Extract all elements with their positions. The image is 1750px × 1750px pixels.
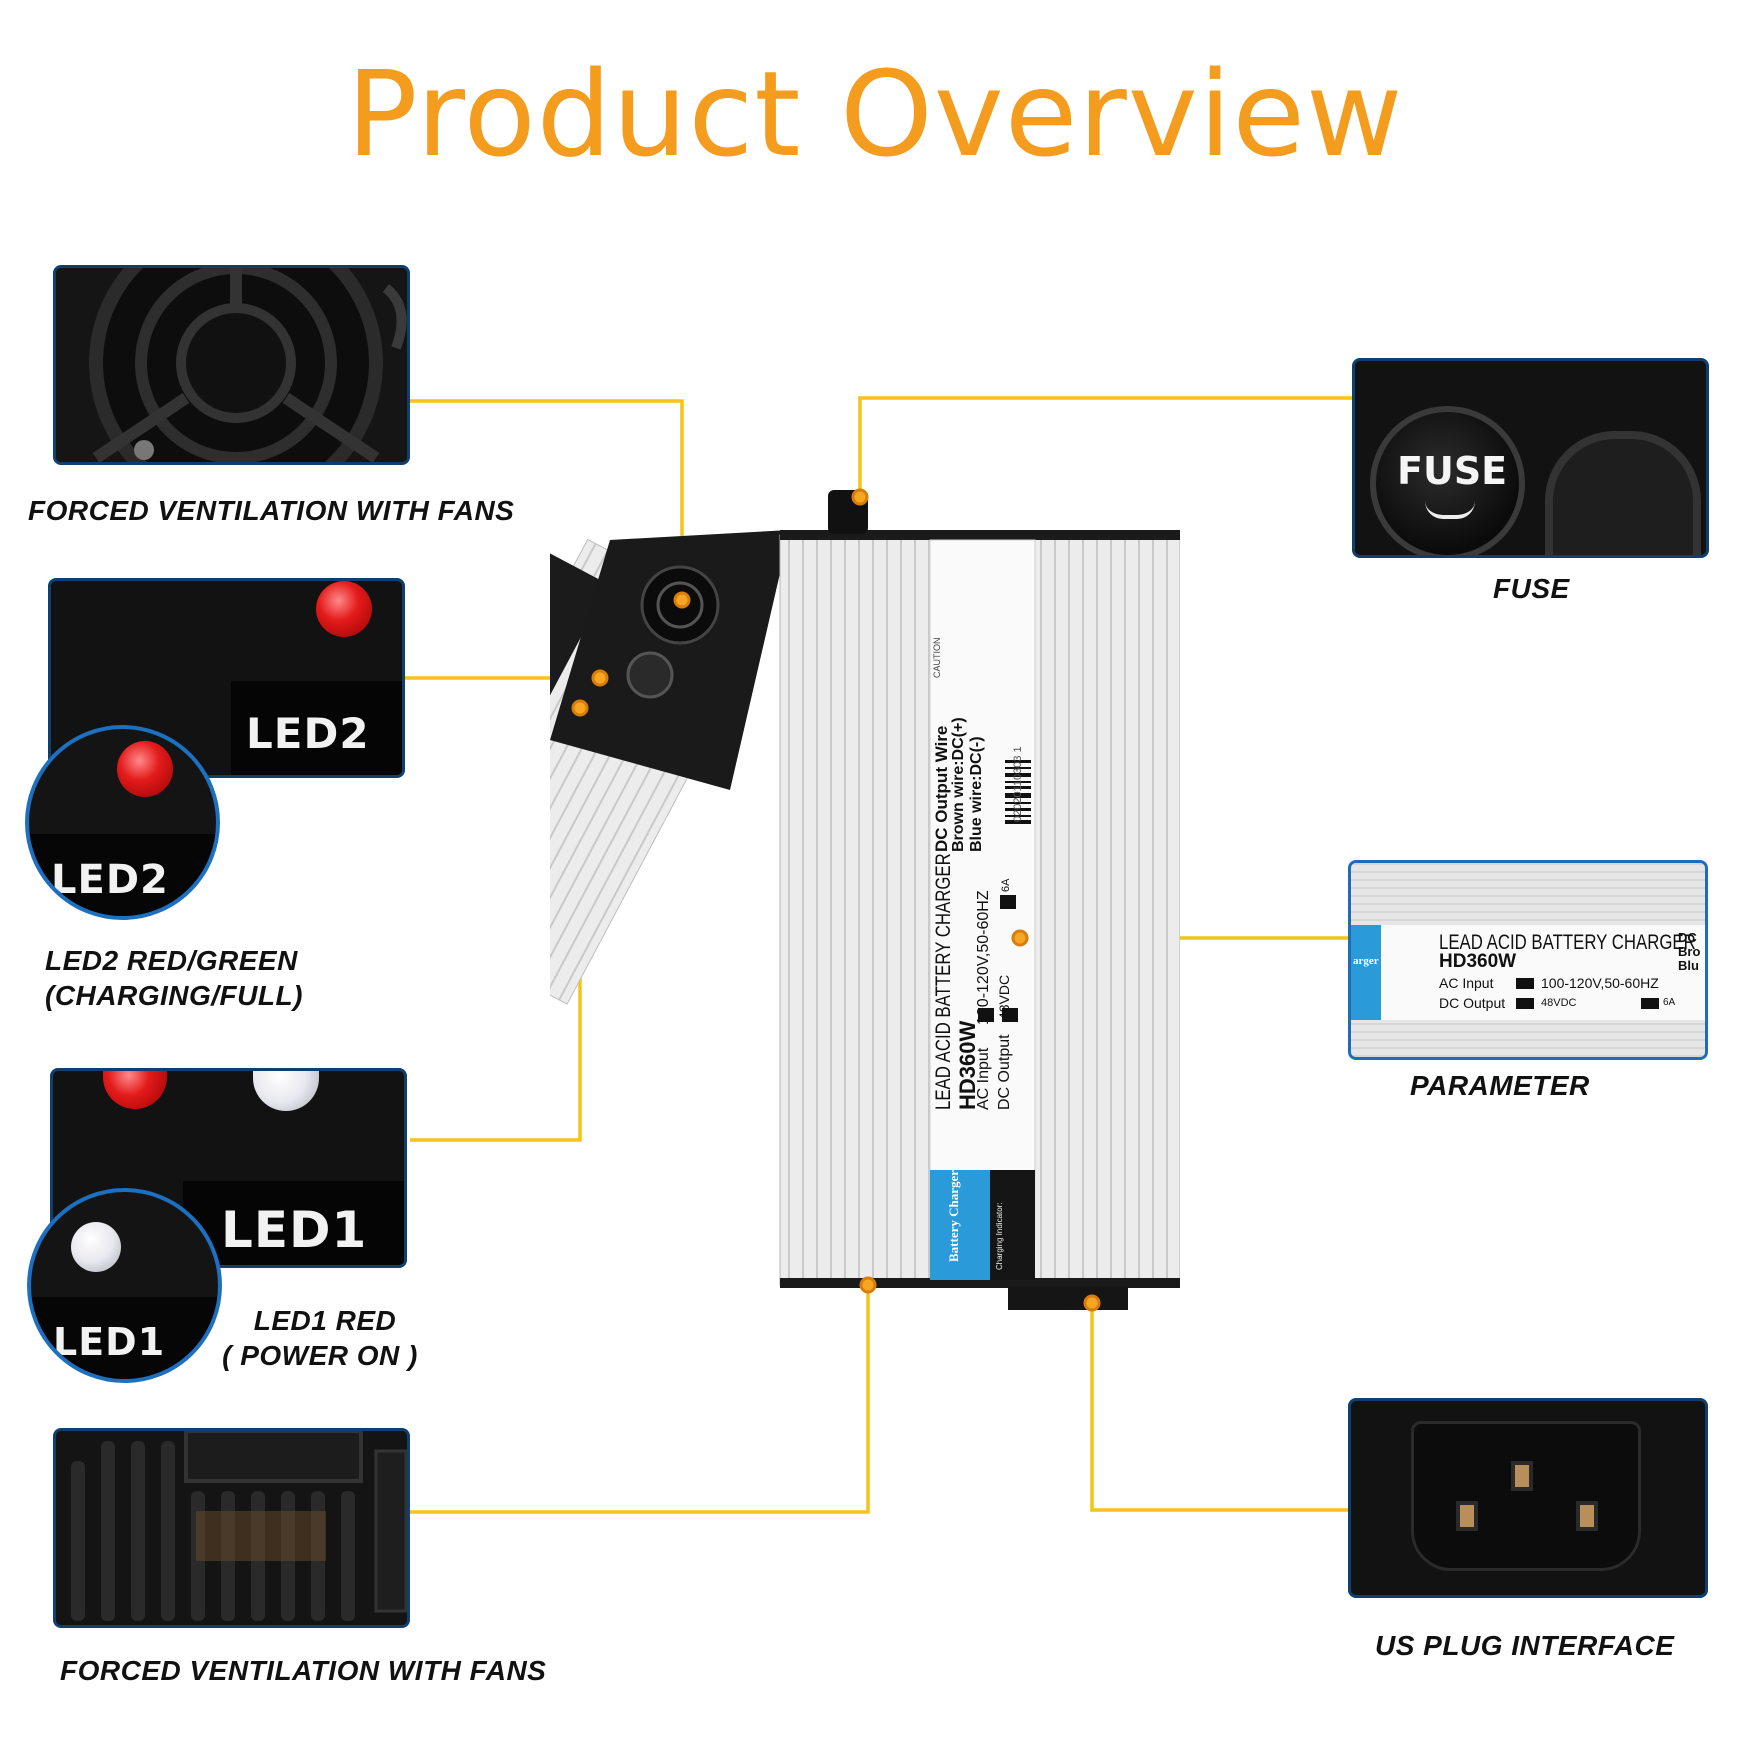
charger-caution: CAUTION [932, 637, 942, 679]
parameter-blue-text: arger [1353, 955, 1379, 967]
parameter-dc-value: 48VDC [1541, 997, 1577, 1009]
charger-title-label: LEAD ACID BATTERY CHARGER [932, 853, 955, 1110]
charger-dc-current: 6A [1000, 878, 1012, 892]
led-red-icon [117, 741, 173, 797]
socket-pin-right [1576, 1501, 1598, 1531]
charger-wire-brown: Brown wire:DC(+) [950, 717, 967, 852]
charger-wire-title: DC Output Wire [932, 725, 951, 852]
led-white-icon [71, 1222, 121, 1272]
charger-wire-blue: Blue wire:DC(-) [968, 736, 985, 852]
fan-bottom-panel [53, 1428, 410, 1628]
parameter-caption: PARAMETER [1410, 1070, 1590, 1101]
plug-caption: US PLUG INTERFACE [1375, 1630, 1675, 1661]
parameter-panel: arger LEAD ACID BATTERY CHARGER HD360W A… [1348, 860, 1708, 1060]
power-socket-icon[interactable] [1411, 1421, 1641, 1571]
led2-zoom-inset: LED2 [25, 725, 220, 920]
socket-pin-left [1456, 1501, 1478, 1531]
charger-blue-label: Battery Charger [946, 1169, 961, 1262]
callout-line-plug [1090, 1303, 1352, 1512]
charger-ac-value: 100-120V,50-60HZ [975, 890, 992, 1025]
fuse-caption: FUSE [1493, 573, 1570, 604]
led2-caption-line2: (CHARGING/FULL) [45, 980, 303, 1011]
parameter-ac-label: AC Input [1439, 975, 1494, 991]
led-red-icon [103, 1071, 167, 1109]
led-white-icon [253, 1071, 319, 1111]
fan-top-panel [53, 265, 410, 465]
callout-line-fuse [858, 396, 1352, 497]
led1-inset-text: LED1 [53, 1320, 166, 1364]
fuse-cap-text: FUSE [1397, 449, 1508, 493]
led2-panel-text: LED2 [246, 709, 370, 758]
page-title: Product Overview [346, 45, 1404, 183]
charger-dc-value: 48VDC [996, 974, 1012, 1020]
parameter-model: HD360W [1439, 951, 1517, 972]
parameter-ac-value: 100-120V,50-60HZ [1541, 975, 1659, 991]
led-red-icon [316, 581, 372, 637]
led1-panel-text: LED1 [221, 1201, 368, 1259]
charger-dc-label: DC Output [996, 1034, 1013, 1110]
charger-serial: 02020110303 1 [1012, 746, 1024, 822]
fuse-icon[interactable] [1370, 406, 1525, 555]
fan-bottom-caption: FORCED VENTILATION WITH FANS [60, 1655, 547, 1686]
callout-line-fan-top [410, 399, 684, 600]
callout-line-fan-bottom [410, 1285, 870, 1514]
parameter-title: LEAD ACID BATTERY CHARGER [1439, 931, 1696, 954]
vent-grille-icon [56, 1431, 407, 1625]
fan-grille-icon [56, 268, 407, 462]
socket-pin-top [1511, 1461, 1533, 1491]
led2-caption-line1: LED2 RED/GREEN [45, 945, 298, 976]
plug-panel [1348, 1398, 1708, 1598]
parameter-dc-current: 6A [1663, 997, 1676, 1008]
led1-caption-line2: ( POWER ON ) [222, 1340, 418, 1371]
charger-indicator: Charging Indicator: [995, 1202, 1004, 1270]
led1-panel: LED1 [50, 1068, 407, 1268]
fan-top-caption: FORCED VENTILATION WITH FANS [28, 495, 515, 526]
led2-inset-text: LED2 [51, 857, 169, 903]
parameter-side-text: DC Bro Blu [1678, 930, 1701, 973]
charger-ac-label: AC Input [975, 1047, 992, 1110]
fuse-panel: FUSE [1352, 358, 1709, 558]
led1-caption-line1: LED1 RED [253, 1305, 397, 1336]
charger-illustration [550, 490, 1180, 1310]
parameter-dc-label: DC Output [1439, 995, 1506, 1011]
led1-zoom-inset: LED1 [27, 1188, 222, 1383]
